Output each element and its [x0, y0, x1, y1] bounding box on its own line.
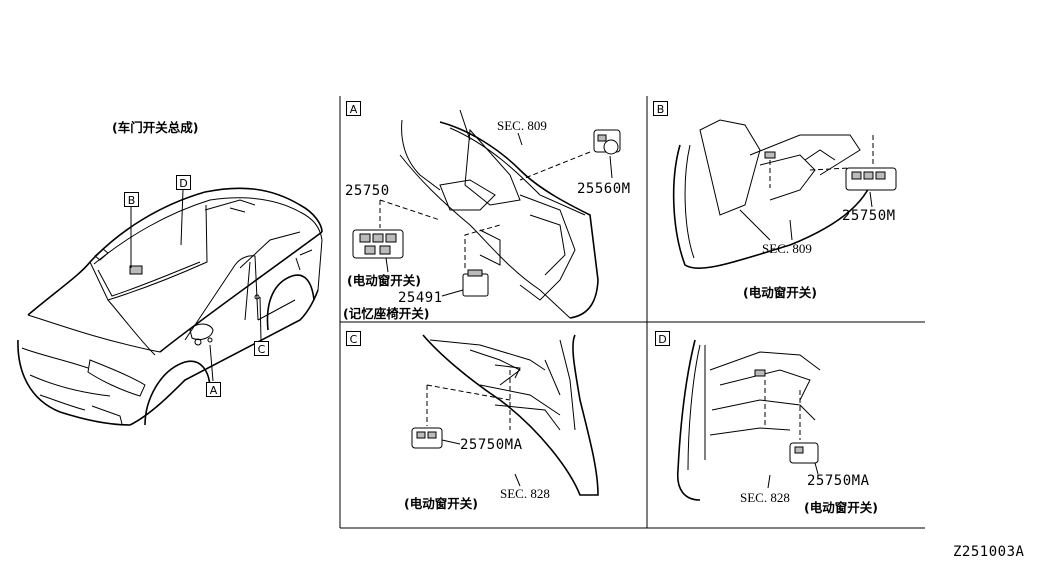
part-25750ma-d: 25750MA — [807, 473, 870, 489]
overview-title: (车门开关总成) — [112, 120, 199, 135]
panel-b-sec: SEC. 809 — [762, 241, 812, 256]
panel-b-drawing — [672, 119, 897, 269]
panel-a-drawing — [352, 109, 621, 319]
part-25560m: 25560M — [577, 181, 631, 197]
panel-c-sec: SEC. 828 — [500, 486, 550, 501]
part-25750ma-c-desc: (电动窗开关) — [404, 496, 478, 511]
panel-c-tag: C — [346, 331, 361, 346]
part-25750ma-d-desc: (电动窗开关) — [804, 500, 878, 515]
callout-d: D — [176, 175, 191, 190]
callout-b: B — [124, 192, 139, 207]
part-25491: 25491 — [398, 290, 443, 306]
panel-a-tag: A — [346, 101, 361, 116]
part-25491-desc: (记忆座椅开关) — [343, 306, 430, 321]
panel-frame — [339, 96, 925, 529]
callout-c: C — [254, 341, 269, 356]
part-25750m: 25750M — [842, 208, 896, 224]
diagram-code: Z251003A — [953, 544, 1025, 560]
panel-d-drawing — [676, 339, 821, 501]
part-25750ma-c: 25750MA — [460, 437, 523, 453]
panel-d-sec: SEC. 828 — [740, 490, 790, 505]
panel-d-tag: D — [655, 331, 670, 346]
panel-c-drawing — [411, 334, 599, 496]
part-25750: 25750 — [345, 183, 390, 199]
car-overview-drawing — [17, 187, 323, 426]
callout-a: A — [206, 382, 221, 397]
panel-b-tag: B — [653, 101, 668, 116]
part-25750-desc: (电动窗开关) — [347, 273, 421, 288]
panel-a-sec: SEC. 809 — [497, 118, 547, 133]
part-25750m-desc: (电动窗开关) — [743, 285, 817, 300]
